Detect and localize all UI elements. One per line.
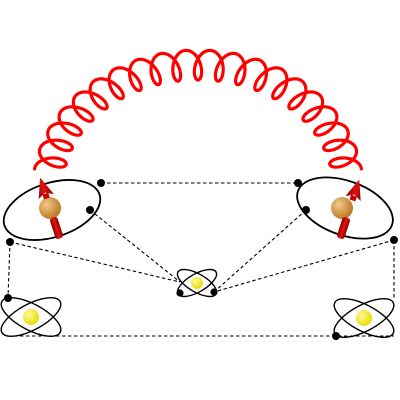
nonmagnetic-ion [23, 309, 39, 325]
nonmagnetic-atom-bottom-right [332, 298, 395, 340]
electron [302, 206, 310, 214]
spin-arrow-head [345, 179, 361, 201]
spin-arrow-shaft [337, 217, 350, 239]
nonmagnetic-atom-center [176, 268, 218, 298]
bond-line-left-to-center-lower [9, 241, 181, 283]
electron [332, 332, 340, 340]
bond-line-right-to-center-lower [213, 239, 395, 293]
orbit-ellipse [296, 176, 394, 240]
orbit-ellipse [333, 298, 395, 338]
electron [4, 294, 12, 302]
electron [294, 179, 302, 187]
bond-line-left-vertical [7, 241, 11, 299]
spin-arrow-shaft-top [349, 194, 357, 202]
electron [86, 206, 94, 214]
electron [210, 288, 218, 296]
electron [6, 238, 14, 246]
orbit-ellipse [0, 297, 62, 337]
spring-coil-icon [33, 48, 363, 171]
magnetic-atom-right [294, 176, 398, 244]
magnetic-ion [39, 197, 61, 219]
nonmagnetic-atom-bottom-left [0, 294, 62, 337]
spin-arrow-head [38, 177, 54, 200]
magnetic-ion [331, 197, 353, 219]
magnetic-atom-left [2, 177, 105, 241]
bond-line-left-to-center-upper [89, 209, 181, 283]
spin-arrow-icon [38, 177, 63, 239]
electron [176, 289, 184, 297]
bond-line-right-to-center-upper [213, 209, 307, 293]
bond-lines [7, 182, 395, 337]
spin-arrow-icon [337, 179, 361, 239]
nonmagnetic-ion [356, 310, 372, 326]
electron [390, 236, 398, 244]
nonmagnetic-ion [191, 277, 203, 289]
electron [97, 179, 105, 187]
spin-arrow-shaft [50, 217, 63, 239]
spin-arrow-shaft-top [42, 192, 50, 200]
orbit-ellipse [0, 297, 62, 337]
